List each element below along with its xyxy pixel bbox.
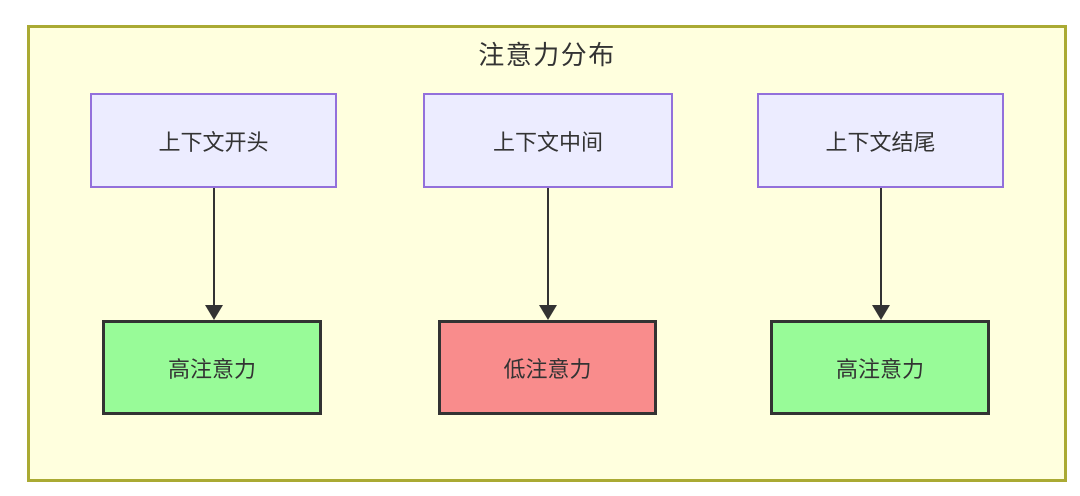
node-label: 高注意力 <box>167 357 256 383</box>
node-label: 高注意力 <box>835 357 924 383</box>
node-low-attention-middle: 低注意力 <box>438 320 657 415</box>
arrowhead-down-icon <box>871 305 890 320</box>
arrow-shaft <box>879 188 882 306</box>
arrowhead-down-icon <box>539 305 557 320</box>
node-context-end: 上下文结尾 <box>757 93 1004 188</box>
node-high-attention-left: 高注意力 <box>102 320 322 415</box>
node-context-start: 上下文开头 <box>90 93 337 188</box>
node-label: 低注意力 <box>503 357 592 383</box>
arrowhead-down-icon <box>204 305 223 320</box>
node-label: 上下文开头 <box>158 130 269 156</box>
diagram-title: 注意力分布 <box>478 41 616 71</box>
node-context-middle: 上下文中间 <box>423 93 673 188</box>
diagram-canvas: 注意力分布 上下文开头 高注意力 上下文中间 低注意力 上下文结尾 高注意力 <box>27 25 1067 482</box>
node-label: 上下文结尾 <box>825 130 936 156</box>
node-label: 上下文中间 <box>492 130 603 156</box>
arrow-shaft <box>212 188 215 306</box>
arrow-shaft <box>547 188 549 306</box>
node-high-attention-right: 高注意力 <box>770 320 990 415</box>
